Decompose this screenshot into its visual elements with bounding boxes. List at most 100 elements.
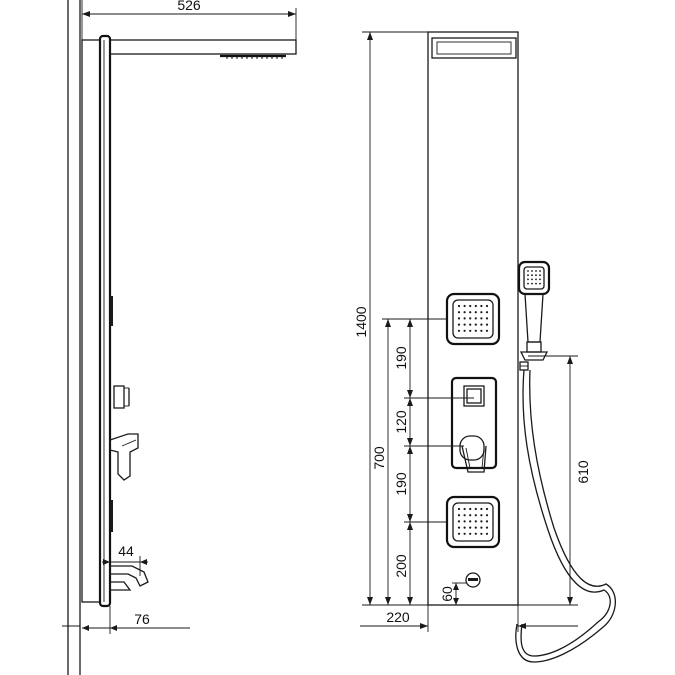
nozzle-dot	[457, 520, 461, 523]
nozzle-dot	[485, 526, 489, 529]
nozzle-dot	[463, 311, 466, 314]
nozzle-dot	[539, 274, 541, 277]
nozzle-dot	[457, 329, 461, 332]
hose-connector	[519, 361, 529, 371]
nozzle-dot	[480, 526, 483, 529]
mixer-lever	[459, 435, 487, 473]
nozzle-dot	[480, 317, 483, 320]
nozzle-dot	[457, 507, 461, 511]
nozzle-dot	[485, 329, 489, 332]
nozzle-dot	[531, 270, 533, 272]
nozzle-dot	[539, 270, 541, 272]
diverter-control	[450, 376, 498, 470]
nozzle-dot	[480, 323, 483, 326]
nozzle-dot	[480, 304, 483, 308]
shower-hose-outer	[515, 369, 616, 663]
front-view	[427, 31, 616, 663]
dim-label-200: 200	[393, 554, 409, 578]
nozzle-dot	[463, 317, 466, 320]
nozzle-dot	[539, 282, 541, 285]
nozzle-dot	[531, 274, 533, 277]
nozzle-dot	[469, 329, 472, 332]
nozzle-dot	[535, 270, 537, 272]
dim-label-76: 76	[134, 611, 150, 627]
nozzle-dot	[457, 317, 461, 320]
mixer-lever-side	[109, 433, 139, 481]
nozzle-dot	[531, 278, 533, 281]
nozzle-dot	[469, 532, 472, 535]
side-view	[62, 0, 297, 675]
nozzle-dot	[485, 323, 489, 326]
nozzle-dot	[469, 323, 472, 326]
nozzle-dot	[474, 507, 477, 511]
nozzle-dot	[535, 278, 537, 281]
bottom-outlet	[465, 572, 481, 588]
nozzle-dot	[474, 317, 477, 320]
body-jet-upper-side	[110, 296, 113, 326]
dim-label-44: 44	[118, 543, 134, 559]
nozzle-dot	[480, 532, 483, 535]
nozzle-dot	[469, 304, 472, 308]
dim-overall-projection: 526	[81, 0, 297, 40]
nozzle-dot	[469, 526, 472, 529]
nozzle-dot	[463, 514, 466, 517]
nozzle-dot	[457, 526, 461, 529]
top-head-housing	[431, 37, 517, 59]
nozzle-dot	[485, 507, 489, 511]
nozzle-dot	[463, 507, 466, 511]
dim-label-610: 610	[575, 460, 591, 484]
nozzle-dot	[527, 274, 529, 277]
body-jet-upper	[445, 292, 501, 346]
nozzle-dot	[480, 329, 483, 332]
dim-combined-height: 700	[371, 318, 447, 605]
nozzle-dot	[457, 514, 461, 517]
dim-label-190-lower: 190	[393, 472, 409, 496]
dim-slide-bar-height: 610	[517, 355, 591, 632]
nozzle-dot	[474, 323, 477, 326]
nozzle-dot	[474, 526, 477, 529]
nozzle-dot	[474, 514, 477, 517]
nozzle-dot	[531, 282, 533, 285]
nozzle-dot	[469, 520, 472, 523]
panel-side-profile-outer	[98, 34, 112, 608]
dim-label-60: 60	[439, 586, 455, 602]
hand-shower	[517, 260, 551, 361]
nozzle-dot	[535, 274, 537, 277]
overhead-arm	[109, 39, 297, 55]
nozzle-dot	[457, 304, 461, 308]
shower-hose	[520, 369, 611, 657]
spout-base-side	[109, 581, 132, 591]
dim-label-120: 120	[393, 410, 409, 434]
dim-label-526: 526	[177, 0, 201, 13]
nozzle-dot	[485, 317, 489, 320]
nozzle-dot	[474, 304, 477, 308]
nozzle-dot	[485, 514, 489, 517]
nozzle-dot	[457, 532, 461, 535]
nozzle-dot	[527, 270, 529, 272]
nozzle-dot	[535, 282, 537, 285]
nozzle-dot	[463, 323, 466, 326]
nozzle-dot	[480, 311, 483, 314]
spout-side	[109, 565, 149, 587]
nozzle-dot	[480, 507, 483, 511]
panel-front	[427, 31, 519, 606]
nozzle-dot	[539, 278, 541, 281]
nozzle-dot	[480, 514, 483, 517]
nozzle-dot	[469, 514, 472, 517]
panel-back-plate	[81, 39, 101, 603]
body-jet-lower	[445, 495, 501, 549]
nozzle-dot	[463, 532, 466, 535]
nozzle-dot	[485, 304, 489, 308]
nozzle-dot	[457, 323, 461, 326]
dim-spout-offset: 44	[102, 543, 148, 576]
nozzle-dot	[463, 520, 466, 523]
nozzle-dot	[527, 282, 529, 285]
nozzle-dot	[485, 532, 489, 535]
nozzle-dot	[463, 526, 466, 529]
nozzle-dot	[469, 507, 472, 511]
nozzle-dot	[469, 317, 472, 320]
nozzle-dot	[457, 311, 461, 314]
nozzle-dot	[527, 278, 529, 281]
